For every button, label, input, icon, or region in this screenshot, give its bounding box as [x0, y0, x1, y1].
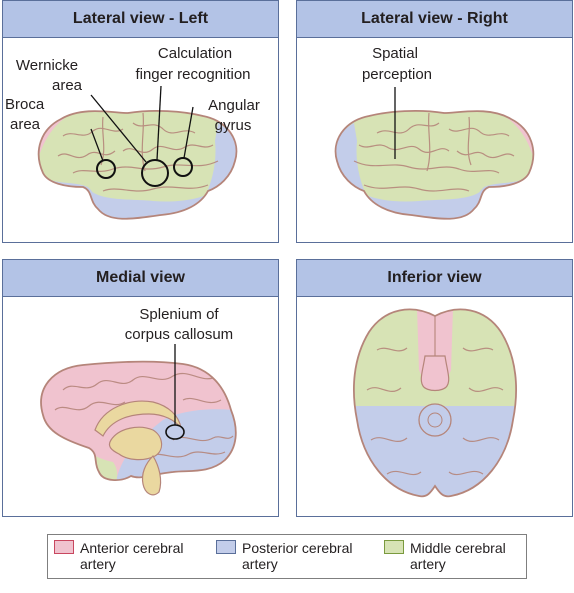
spatial-label-1: Spatial: [372, 45, 418, 62]
calculation-label-1: Calculation: [158, 45, 232, 62]
legend-label-anterior: Anterior cerebral artery: [80, 540, 220, 572]
wernicke-label-1: Wernicke: [16, 57, 78, 74]
spatial-label-2: perception: [362, 66, 432, 83]
aqueduct: [427, 412, 443, 428]
brainstem: [141, 455, 162, 496]
lateral-right-illustration: Spatial perception: [334, 45, 535, 220]
panel-title: Inferior view: [297, 260, 572, 297]
splenium-label-1: Splenium of: [139, 306, 219, 323]
brain-outline: [40, 360, 237, 481]
lateral-left-illustration: Wernicke area Calculation finger recogni…: [5, 45, 260, 220]
posterior-territory-inferior: [91, 191, 213, 219]
legend-text-middle-1: Middle cerebral: [410, 540, 506, 556]
panel-title: Lateral view - Right: [297, 1, 572, 38]
legend: Anterior cerebral artery Posterior cereb…: [47, 534, 527, 579]
posterior-territory-inferior: [359, 191, 481, 219]
inferior-view-panel: Inferior view: [296, 259, 573, 517]
middle-swatch: [384, 540, 404, 554]
brain-outline: [353, 308, 517, 498]
broca-label-1: Broca: [5, 96, 45, 113]
angular-label-1: Angular: [208, 97, 260, 114]
brain-outline: [334, 109, 535, 220]
broca-leader-line: [90, 128, 104, 162]
calculation-leader-line: [156, 85, 162, 161]
legend-label-posterior: Posterior cerebral artery: [242, 540, 382, 572]
legend-text-anterior-1: Anterior cerebral: [80, 540, 184, 556]
legend-text-posterior-1: Posterior cerebral: [242, 540, 353, 556]
calculation-area-circle: [141, 159, 169, 187]
optic-chiasm: [420, 355, 450, 392]
broca-area-circle: [96, 159, 116, 179]
anterior-swatch: [54, 540, 74, 554]
angular-label-2: gyrus: [215, 117, 252, 134]
lateral-view-left-panel: Lateral view - Left: [2, 0, 279, 243]
brain-outline: [37, 109, 238, 220]
splenium-label-2: corpus callosum: [125, 326, 233, 343]
panel-title: Lateral view - Left: [3, 1, 278, 38]
legend-text-anterior-2: artery: [80, 556, 116, 572]
medial-illustration: Splenium of corpus callosum: [40, 306, 237, 496]
wernicke-leader-line: [90, 94, 147, 163]
lateral-view-right-panel: Lateral view - Right: [296, 0, 573, 243]
medial-view-panel: Medial view Splenium of corpus callo: [2, 259, 279, 517]
thalamus: [108, 426, 163, 461]
angular-leader-line: [183, 106, 194, 159]
calculation-label-2: finger recognition: [135, 66, 250, 83]
angular-gyrus-circle: [173, 157, 193, 177]
wernicke-label-2: area: [52, 77, 83, 94]
splenium-marker: [165, 424, 185, 440]
legend-text-posterior-2: artery: [242, 556, 278, 572]
legend-text-middle-2: artery: [410, 556, 446, 572]
inferior-illustration: [353, 308, 517, 498]
brainstem-cross-section: [418, 403, 452, 437]
panel-title: Medial view: [3, 260, 278, 297]
legend-label-middle: Middle cerebral artery: [410, 540, 550, 572]
broca-label-2: area: [10, 116, 41, 133]
posterior-swatch: [216, 540, 236, 554]
